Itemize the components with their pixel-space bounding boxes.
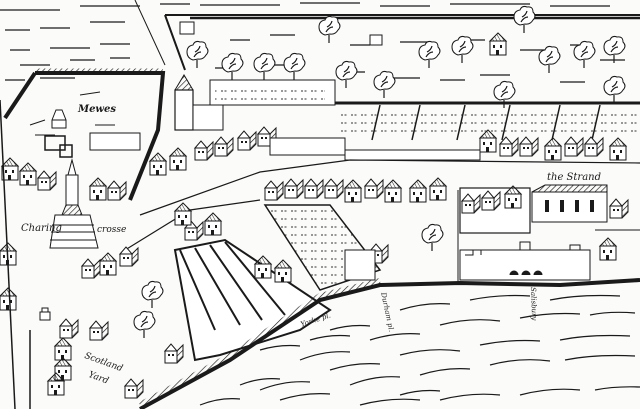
riverside-estates bbox=[173, 202, 444, 362]
river-thames bbox=[199, 294, 640, 406]
riverside-mansions-east bbox=[457, 184, 640, 285]
charing-cross-monument bbox=[49, 158, 99, 249]
label-mewes: Mewes bbox=[78, 104, 117, 115]
label-charing: Charing bbox=[21, 223, 62, 234]
strand-south-houses bbox=[264, 177, 447, 203]
label-the-strand: the Strand bbox=[547, 172, 602, 183]
scotland-yard-buildings bbox=[0, 99, 184, 409]
label-crosse: crosse bbox=[97, 225, 127, 235]
strand-north-houses bbox=[149, 126, 627, 176]
river-embankment bbox=[138, 278, 640, 409]
mewes-enclosure bbox=[3, 68, 166, 201]
label-salisbury: Salisbury bbox=[529, 286, 539, 321]
field-trees bbox=[179, 5, 626, 109]
gardens-strip bbox=[335, 101, 640, 141]
